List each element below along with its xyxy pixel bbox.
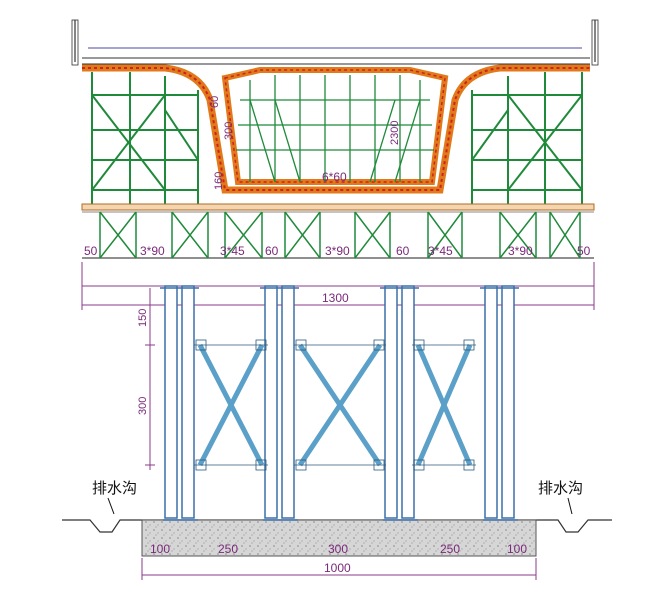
girder-outer-formwork — [82, 64, 590, 194]
dim-inner-6x60: 6*60 — [322, 170, 347, 184]
dim-bay-3: 60 — [265, 244, 279, 258]
drain-label-left: 排水沟 — [92, 479, 137, 497]
drain-pointer-right — [567, 497, 573, 515]
left-scaffold — [91, 72, 199, 204]
dim-bay-7: 3*90 — [508, 244, 533, 258]
dim-inner-300: 300 — [223, 122, 235, 140]
drain-label-right: 排水沟 — [538, 479, 583, 497]
distribution-beam — [81, 203, 595, 213]
dim-bay-8: 50 — [577, 244, 591, 258]
dim-total-bottom: 1000 — [324, 561, 351, 575]
right-scaffold — [471, 72, 583, 204]
pier-bracing-outline — [194, 339, 476, 471]
bay-dimension-row: 50 3*90 3*45 60 3*90 60 3*45 3*90 50 — [84, 244, 591, 258]
dim-bay-1: 3*90 — [140, 244, 165, 258]
concrete-foundation — [141, 519, 537, 557]
dim-found-3: 250 — [440, 542, 460, 556]
pier-bracing — [197, 343, 473, 467]
deck-top — [71, 19, 599, 66]
dim-found-4: 100 — [507, 542, 527, 556]
dim-vertical-150: 150 — [137, 309, 149, 327]
dim-bay-2: 3*45 — [220, 244, 245, 258]
dim-bay-4: 3*90 — [325, 244, 350, 258]
dim-found-2: 300 — [328, 542, 348, 556]
foundation-dimension-row: 100 250 300 250 100 — [150, 542, 527, 556]
dim-found-1: 250 — [218, 542, 238, 556]
lower-bays — [82, 211, 594, 259]
piers — [160, 285, 519, 519]
dim-total-top: 1300 — [322, 291, 349, 305]
dim-found-0: 100 — [150, 542, 170, 556]
dim-vertical-group — [145, 288, 155, 470]
dim-bay-5: 60 — [396, 244, 410, 258]
dim-inner-2300: 2300 — [389, 121, 401, 145]
dim-total-bottom-group — [141, 558, 537, 580]
drain-pointer-left — [107, 497, 115, 515]
dim-vertical-300: 300 — [137, 397, 149, 415]
dim-inner-160: 160 — [213, 172, 225, 190]
dim-bay-0: 50 — [84, 244, 98, 258]
dim-inner-60: 60 — [209, 96, 221, 108]
dim-bay-6: 3*45 — [428, 244, 453, 258]
girder-inner-cell: 60 300 160 2300 6*60 — [209, 67, 449, 190]
